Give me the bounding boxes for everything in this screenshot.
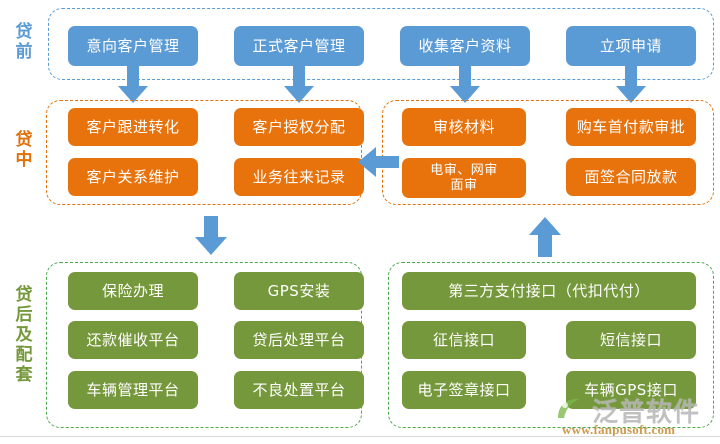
- node-customer-authorization-allocation[interactable]: 客户授权分配: [234, 108, 364, 146]
- node-customer-followup-conversion[interactable]: 客户跟进转化: [68, 108, 198, 146]
- node-review-materials[interactable]: 审核材料: [402, 108, 526, 146]
- group-pre-loan: [48, 8, 714, 80]
- node-repayment-collection-platform[interactable]: 还款催收平台: [68, 321, 198, 359]
- arrow-pre-to-mid-1: [117, 66, 149, 104]
- node-collect-customer-materials[interactable]: 收集客户资料: [400, 26, 530, 66]
- stage-label-post-char-1: 贷: [15, 285, 33, 305]
- node-sms-interface[interactable]: 短信接口: [566, 321, 696, 359]
- node-vehicle-gps-interface[interactable]: 车辆GPS接口: [566, 371, 696, 409]
- node-customer-relationship-maintenance[interactable]: 客户关系维护: [68, 158, 198, 196]
- bottom-divider: [0, 436, 720, 437]
- node-business-transaction-records[interactable]: 业务往来记录: [234, 158, 364, 196]
- node-formal-customer-management[interactable]: 正式客户管理: [234, 26, 364, 66]
- node-gps-installation[interactable]: GPS安装: [234, 272, 364, 310]
- stage-label-pre-char-1: 贷: [15, 22, 33, 42]
- group-mid-loan-left: [46, 100, 362, 205]
- stage-label-post-char-5: 套: [15, 365, 33, 385]
- node-vehicle-management-platform[interactable]: 车辆管理平台: [68, 371, 198, 409]
- stage-label-mid-char-2: 中: [15, 150, 33, 170]
- node-phone-online-face-review[interactable]: 电审、网审 面审: [402, 158, 526, 198]
- node-down-payment-approval[interactable]: 购车首付款审批: [566, 108, 696, 146]
- stage-label-post: 贷 后 及 配 套: [4, 285, 44, 385]
- arrow-pre-to-mid-2: [283, 66, 315, 104]
- stage-label-mid-char-1: 贷: [15, 130, 33, 150]
- node-face-signing-contract-disbursement[interactable]: 面签合同放款: [566, 158, 696, 196]
- stage-label-post-char-3: 及: [15, 325, 33, 345]
- node-post-loan-processing-platform[interactable]: 贷后处理平台: [234, 321, 364, 359]
- node-insurance-processing[interactable]: 保险办理: [68, 272, 198, 310]
- stage-label-post-char-4: 配: [15, 345, 33, 365]
- arrow-pre-to-mid-3: [449, 66, 481, 104]
- node-bad-debt-disposal-platform[interactable]: 不良处置平台: [234, 371, 364, 409]
- node-intent-customer-management[interactable]: 意向客户管理: [68, 26, 198, 66]
- group-post-loan-right: [388, 262, 714, 428]
- stage-label-pre: 贷 前: [4, 22, 44, 62]
- node-third-party-payment-interface[interactable]: 第三方支付接口（代扣代付）: [402, 272, 696, 310]
- arrow-post-right-to-mid-right: [528, 216, 562, 258]
- arrow-mid-right-to-mid-left: [358, 146, 400, 178]
- arrow-pre-to-mid-4: [615, 66, 647, 104]
- group-mid-loan-right: [382, 100, 714, 205]
- arrow-mid-left-to-post-left: [194, 216, 228, 256]
- node-project-application[interactable]: 立项申请: [566, 26, 696, 66]
- stage-label-pre-char-2: 前: [15, 42, 33, 62]
- stage-label-mid: 贷 中: [4, 130, 44, 170]
- node-electronic-signature-interface[interactable]: 电子签章接口: [402, 371, 526, 409]
- stage-label-post-char-2: 后: [15, 305, 33, 325]
- node-credit-report-interface[interactable]: 征信接口: [402, 321, 526, 359]
